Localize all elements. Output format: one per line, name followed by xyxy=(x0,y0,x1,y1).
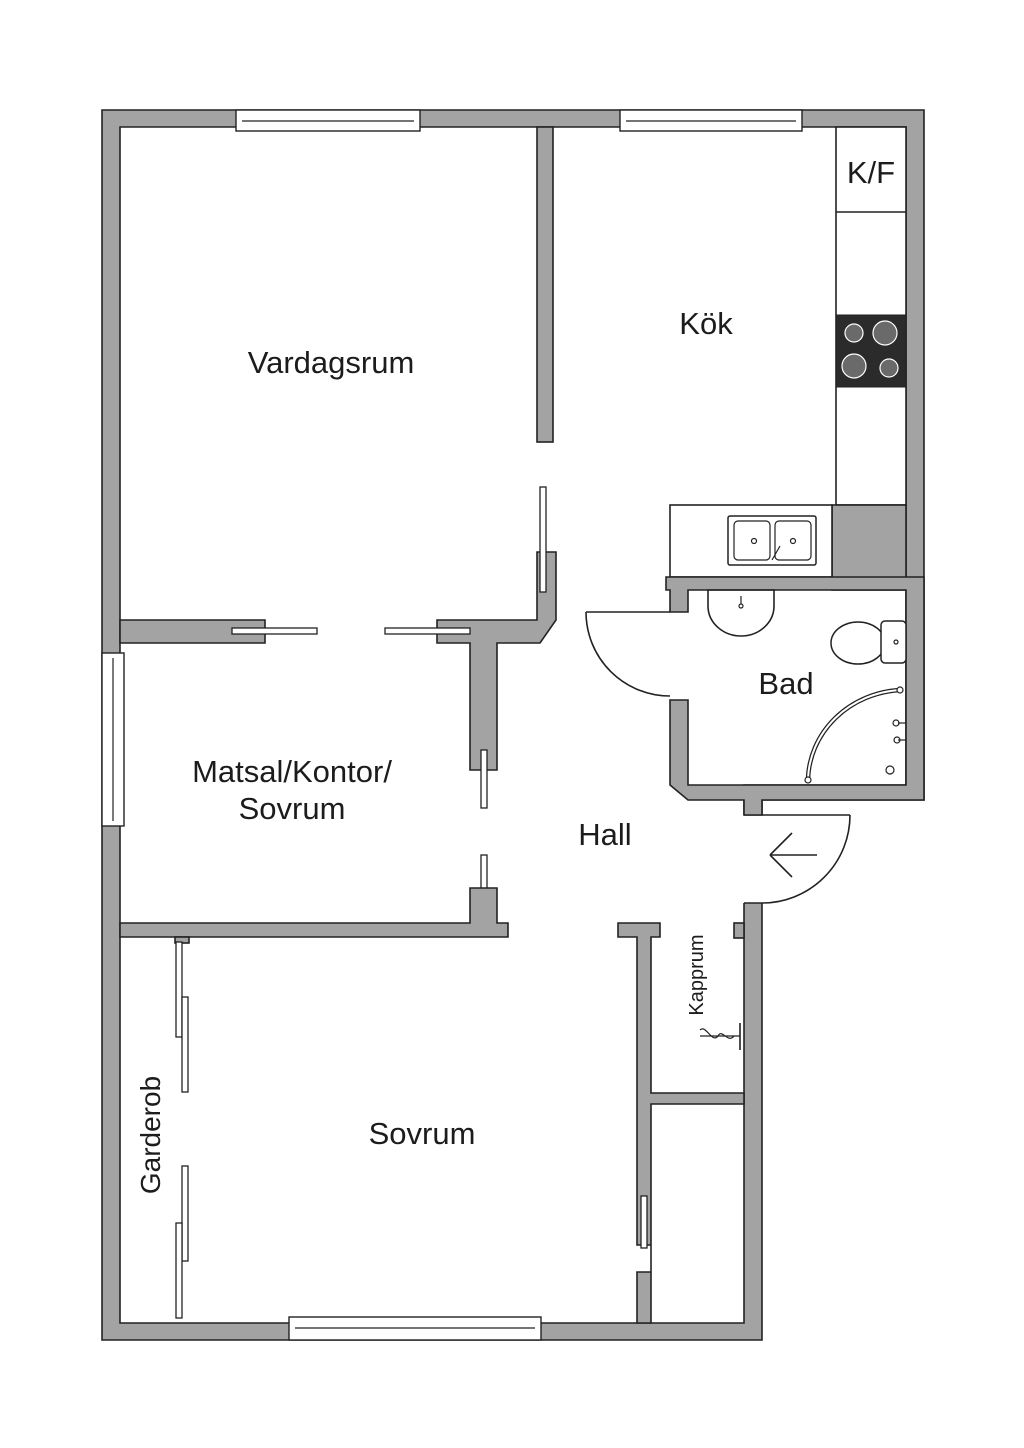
bathroom-walls xyxy=(665,576,925,816)
label-hall: Hall xyxy=(578,817,631,852)
label-vardagsrum: Vardagsrum xyxy=(248,345,415,380)
washbasin-icon xyxy=(707,589,775,637)
arrow-left-icon xyxy=(769,832,817,878)
shower-icon xyxy=(804,686,906,784)
wall-dining-bedroom xyxy=(119,887,509,938)
closet-door[interactable] xyxy=(640,1195,648,1249)
label-sovrum: Sovrum xyxy=(369,1116,476,1151)
wall-kapprum xyxy=(617,922,745,1324)
wardrobe-door-2[interactable] xyxy=(181,996,189,1093)
coat-rail-icon xyxy=(699,1023,741,1050)
wardrobe-door-4[interactable] xyxy=(175,1222,183,1319)
toilet-icon xyxy=(830,620,907,665)
sliding-door-living-2[interactable] xyxy=(384,627,471,635)
label-bad: Bad xyxy=(758,666,813,701)
sliding-door-living-3[interactable] xyxy=(539,486,547,593)
sliding-door-living-1[interactable] xyxy=(231,627,318,635)
wall-hall-corner xyxy=(436,551,557,771)
label-garderob: Garderob xyxy=(135,1076,166,1194)
sink-icon xyxy=(727,515,817,566)
wardrobe-door-1[interactable] xyxy=(175,941,183,1038)
label-kf: K/F xyxy=(847,155,895,190)
label-matsal-line1: Matsal/Kontor/ xyxy=(192,754,392,789)
label-kapprum: Kapprum xyxy=(686,934,708,1015)
interior-floor xyxy=(119,126,907,1324)
stove-icon xyxy=(835,314,907,388)
label-matsal-line2: Sovrum xyxy=(239,791,346,826)
bathroom-door[interactable] xyxy=(585,611,671,697)
sliding-door-dining-1[interactable] xyxy=(480,749,488,809)
entrance-door[interactable] xyxy=(761,814,851,904)
wall-living-kitchen xyxy=(536,126,554,443)
wardrobe-door-3[interactable] xyxy=(181,1165,189,1262)
wall-living-dining xyxy=(119,619,266,644)
label-kok: Kök xyxy=(679,306,733,341)
wall-kapprum-right-stub xyxy=(733,922,745,939)
